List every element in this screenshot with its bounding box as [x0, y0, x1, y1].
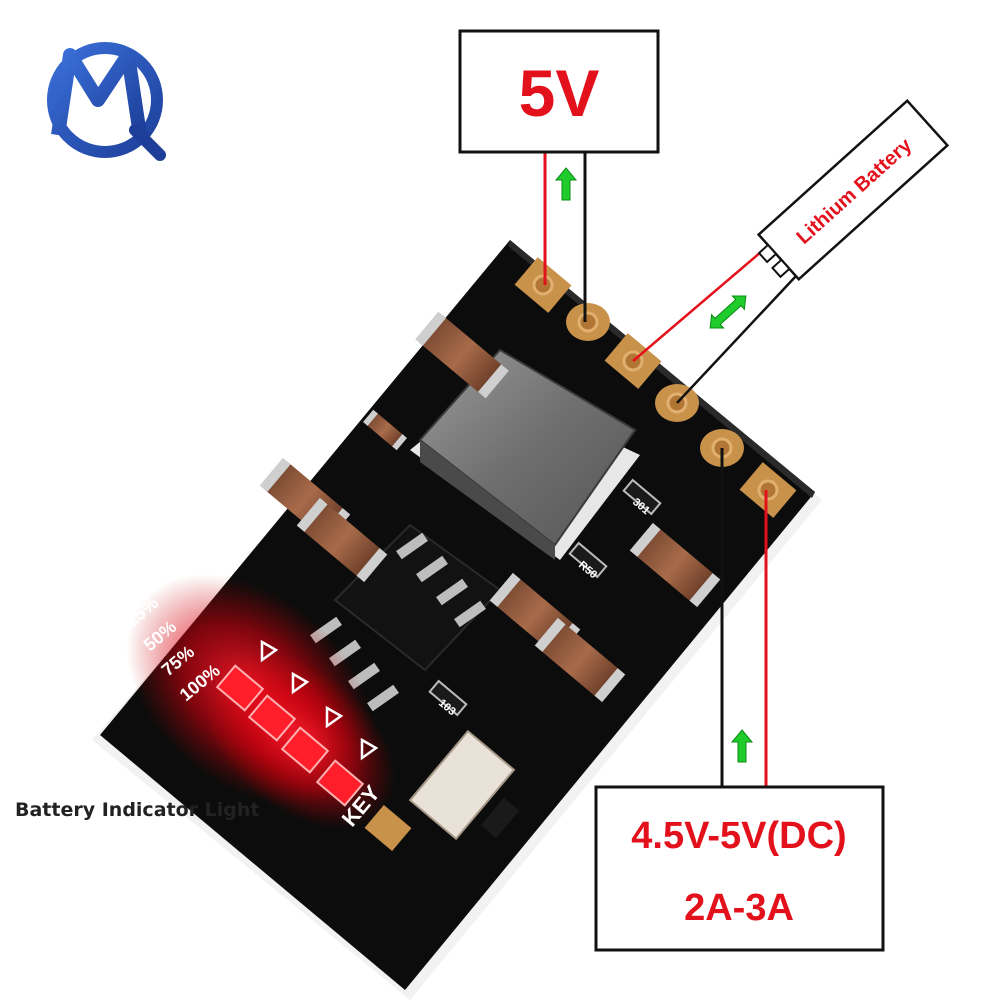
input-wires	[720, 448, 768, 787]
input-current-label: 2A-3A	[684, 887, 794, 929]
output-pad-negative	[566, 303, 610, 341]
input-arrow-icon	[730, 729, 754, 763]
pcb-board: R50 301 103 25% 50% 75% 100%	[92, 240, 822, 1000]
indicator-caption: Battery Indicator Light	[15, 799, 259, 821]
inductor	[410, 348, 640, 560]
output-box: 5V	[458, 29, 660, 154]
battery-arrow-icon	[709, 295, 747, 329]
output-wires	[543, 152, 587, 322]
mq-logo	[47, 42, 166, 161]
resistor-301	[622, 478, 662, 516]
lithium-battery: Lithium Battery	[756, 99, 950, 281]
output-voltage-label: 5V	[519, 56, 600, 130]
battery-indicator-leds	[215, 639, 379, 807]
led-arrow-icon	[325, 705, 344, 729]
bottom-pad	[364, 804, 412, 852]
battery-wires	[632, 245, 797, 404]
led-25	[215, 664, 265, 712]
star-icon	[78, 108, 114, 135]
input-box: 4.5V-5V(DC) 2A-3A	[594, 785, 885, 952]
led-arrow-icon	[291, 671, 310, 695]
led-75	[280, 726, 330, 774]
resistor-r50	[568, 541, 608, 579]
output-pad-positive	[514, 257, 572, 313]
key-button	[408, 729, 520, 841]
input-voltage-label: 4.5V-5V(DC)	[631, 815, 846, 857]
led-100	[315, 759, 365, 807]
led-50	[247, 694, 297, 742]
output-arrow-icon	[554, 167, 578, 201]
input-pad-positive	[739, 462, 797, 518]
capacitors	[259, 311, 721, 703]
led-arrow-icon	[360, 737, 379, 761]
led-arrow-icon	[260, 639, 279, 663]
resistor-103	[428, 679, 468, 717]
